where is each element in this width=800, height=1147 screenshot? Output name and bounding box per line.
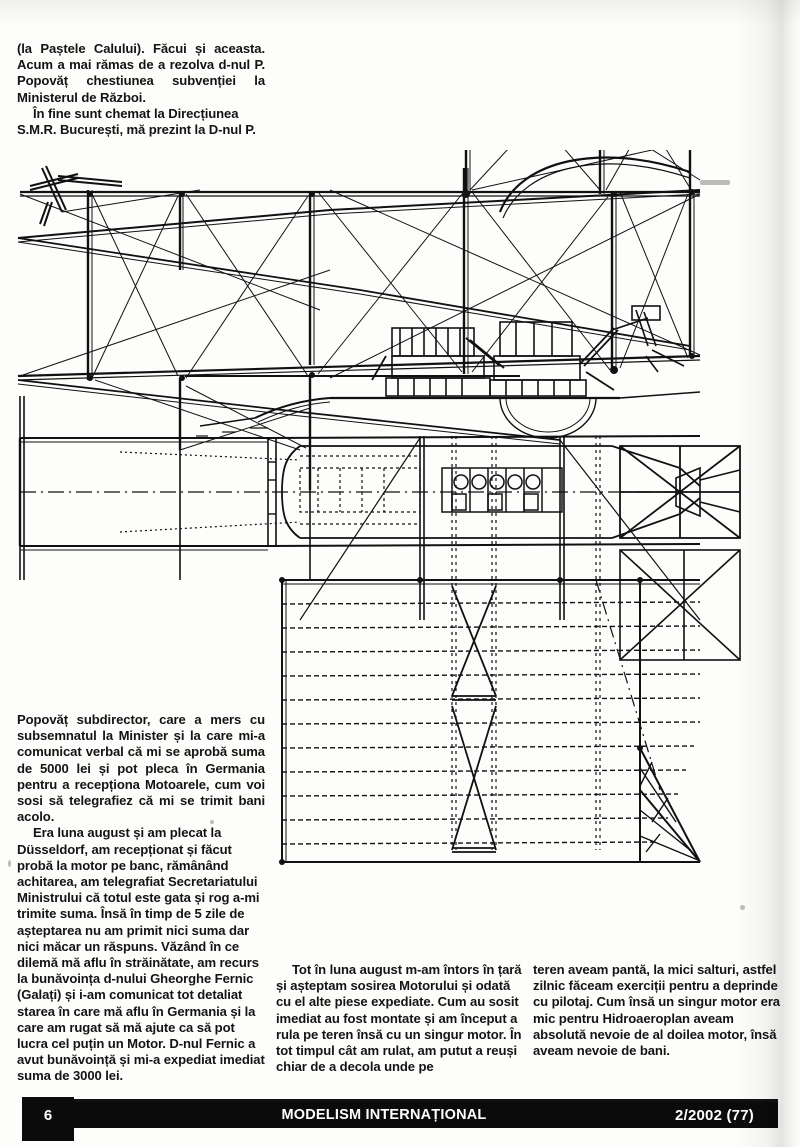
technical-drawing-figure bbox=[0, 150, 800, 980]
scan-top-shadow bbox=[0, 0, 800, 26]
left-paragraph-1: Popovăț subdirector, care a mers cu subs… bbox=[17, 712, 265, 825]
intro-paragraph-2: În fine sunt chemat la Direcțiunea S.M.R… bbox=[17, 105, 256, 138]
middle-paragraph-1: Tot în luna august m-am întors în țară ș… bbox=[276, 962, 522, 1075]
right-paragraph-1: teren aveam pantă, la mici salturi, astf… bbox=[533, 962, 780, 1059]
intro-paragraph-1: (la Paștele Calului). Făcui și aceasta. … bbox=[17, 41, 265, 105]
body-text-column-left: Popovăț subdirector, care a mers cu subs… bbox=[17, 712, 265, 1085]
side-elevation-view bbox=[17, 150, 701, 490]
footer-rule bbox=[22, 1099, 778, 1102]
body-text-column-middle: Tot în luna august m-am întors în țară ș… bbox=[276, 962, 522, 1075]
magazine-masthead: MODELISM INTERNAȚIONAL bbox=[265, 1102, 503, 1128]
aircraft-line-drawing bbox=[17, 150, 741, 865]
plan-view bbox=[18, 435, 741, 865]
left-paragraph-2: Era luna august și am plecat la Düsseldo… bbox=[17, 825, 265, 1084]
intro-text-block: (la Paștele Calului). Făcui și aceasta. … bbox=[17, 41, 265, 138]
issue-number: 2/2002 (77) bbox=[651, 1102, 778, 1128]
page-number: 6 bbox=[22, 1097, 74, 1141]
body-text-column-right: teren aveam pantă, la mici salturi, astf… bbox=[533, 962, 781, 1059]
